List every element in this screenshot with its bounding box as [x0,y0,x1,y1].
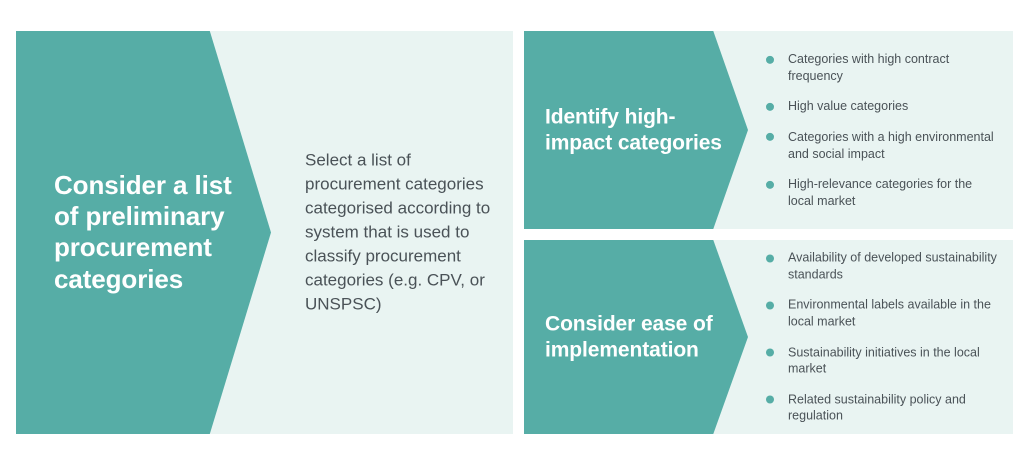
list-item: Related sustainability policy and regula… [766,391,999,424]
bullet-dot-icon [766,395,774,404]
bullet-dot-icon [766,55,774,64]
list-item: Categories with a high environmental and… [766,129,999,162]
bullet-dot-icon [766,133,774,142]
panel-preliminary-categories: Consider a list of preliminary procureme… [16,31,513,434]
list-item-label: Categories with a high environmental and… [788,129,994,161]
list-item: Categories with high contract frequency [766,51,999,84]
list-item-label: Sustainability initiatives in the local … [788,345,980,376]
panel-high-impact-categories: Identify high-impact categories Categori… [524,31,1013,229]
panel-bottom-right-heading: Consider ease of implementation [545,312,713,361]
list-item: Sustainability initiatives in the local … [766,344,999,377]
list-item: High-relevance categories for the local … [766,176,999,209]
high-impact-bullet-list: Categories with high contract frequency … [766,51,999,209]
bullet-dot-icon [766,348,774,357]
list-item-label: Related sustainability policy and regula… [788,392,966,423]
panel-ease-of-implementation: Consider ease of implementation Availabi… [524,240,1013,434]
list-item: High value categories [766,98,999,115]
list-item-label: Environmental labels available in the lo… [788,297,991,329]
ease-of-implementation-bullet-list: Availability of developed sustainability… [766,250,999,425]
bullet-dot-icon [766,180,774,189]
list-item: Environmental labels available in the lo… [766,297,999,330]
panel-left-heading: Consider a list of preliminary procureme… [54,169,232,294]
list-item-label: Availability of developed sustainability… [788,250,997,282]
list-item-label: Categories with high contract frequency [788,51,950,83]
list-item: Availability of developed sustainability… [766,250,999,283]
list-item-label: High-relevance categories for the local … [788,176,973,208]
chevron-arrow-shape [524,240,748,434]
chevron-arrow-shape [524,31,748,229]
bullet-dot-icon [766,102,774,111]
bullet-dot-icon [766,301,774,310]
panel-left-body-text: Select a list of procurement categories … [305,150,491,314]
chevron-arrow-shape [16,31,271,434]
list-item-label: High value categories [788,99,909,114]
panel-top-right-heading: Identify high-impact categories [545,105,722,154]
bullet-dot-icon [766,254,774,262]
